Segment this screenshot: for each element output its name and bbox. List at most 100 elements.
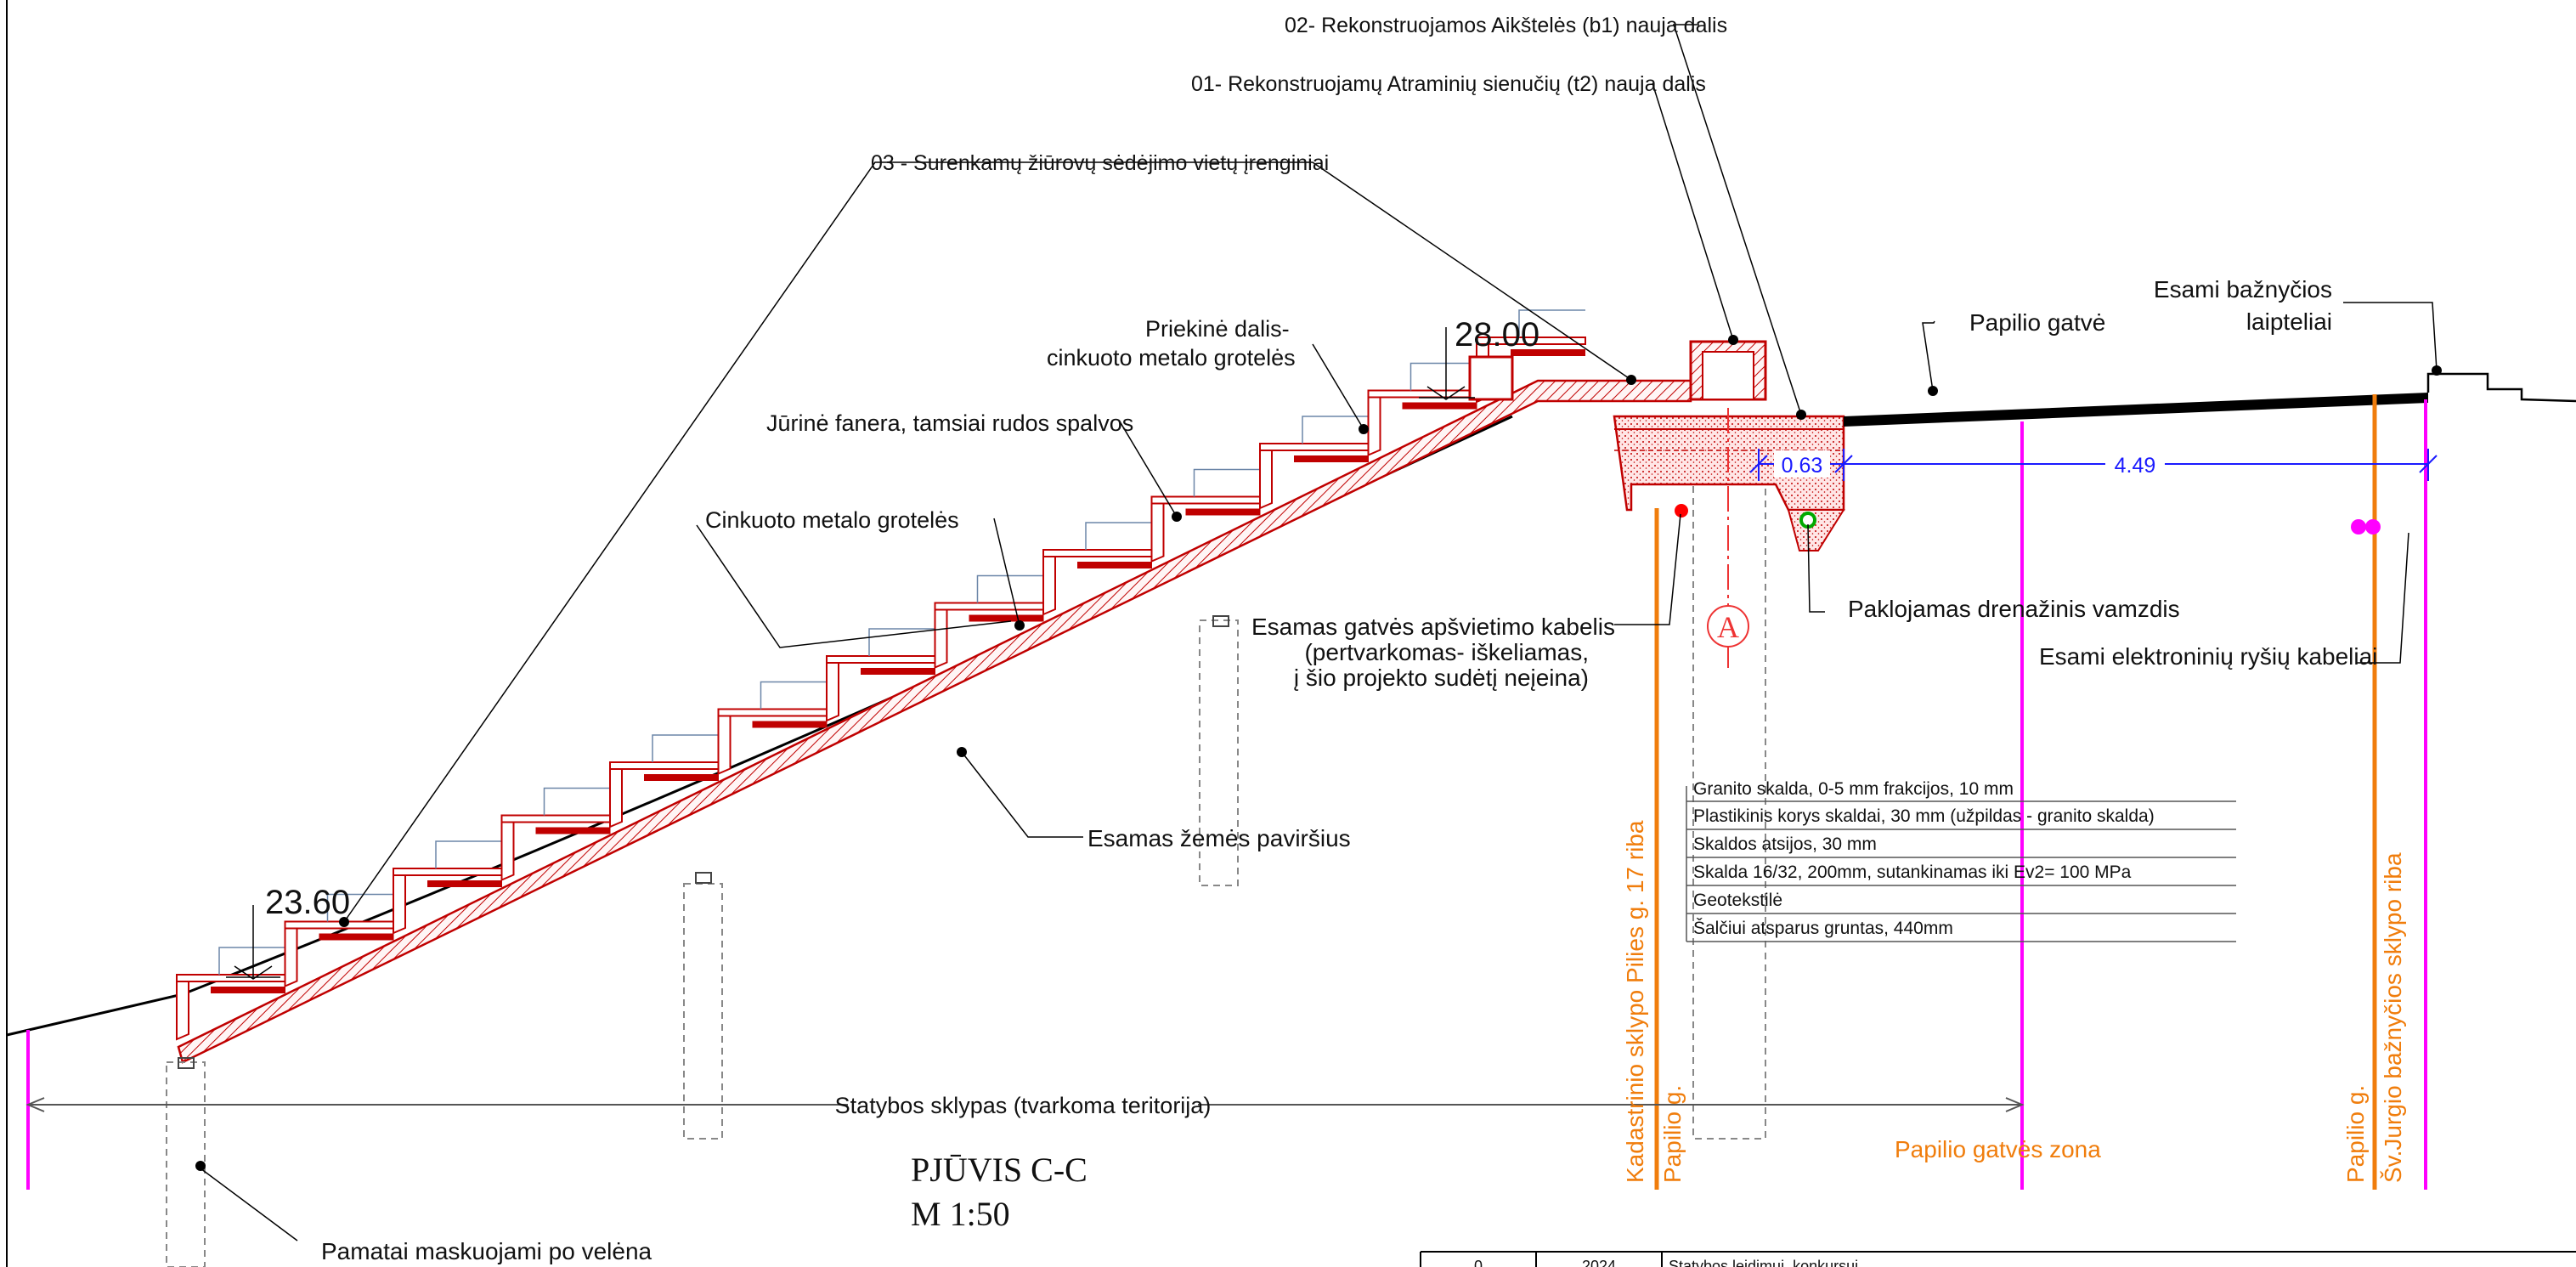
layer-1: Granito skalda, 0-5 mm frakcijos, 10 mm <box>1693 779 2014 799</box>
title-block <box>1420 1251 2576 1267</box>
callout-drenazas: Paklojamas drenažinis vamzdis <box>1848 596 2180 622</box>
callout-esami-2: laipteliai <box>2246 308 2332 335</box>
step-grating <box>644 774 719 781</box>
title-block-rev: 0 <box>1474 1258 1483 1267</box>
step-backrest <box>1518 309 1585 337</box>
boundary-papilio-right: Papilio g. <box>2342 1085 2369 1183</box>
step-riser <box>826 662 839 722</box>
step-grating <box>1511 349 1585 356</box>
step-backrest <box>1085 522 1152 550</box>
step-riser <box>1150 502 1165 563</box>
callout-apsviet-3: į šio projekto sudėtį neįeina) <box>1294 665 1589 691</box>
callout-rysiu: Esami elektroninių ryšių kabeliai <box>2039 643 2377 670</box>
step-grating <box>427 880 502 887</box>
step-tread <box>934 602 1045 611</box>
level-bottom-label: 23.60 <box>265 884 350 921</box>
step-riser <box>284 927 298 988</box>
step-tread <box>1476 337 1586 345</box>
layer-4: Skalda 16/32, 200mm, sutankinamas iki Ev… <box>1693 863 2132 882</box>
step-tread <box>393 868 503 876</box>
telecom-cable-marker-1 <box>2351 519 2366 535</box>
step-backrest <box>218 947 285 975</box>
step-grating <box>1294 455 1369 462</box>
dimension-449: 4.49 <box>2115 454 2156 478</box>
step-tread <box>500 814 612 823</box>
callout-apsviet-2: (pertvarkomas- iškeliamas, <box>1304 639 1589 665</box>
callout-01: 01- Rekonstruojamų Atraminių sienučių (t… <box>1191 72 1706 96</box>
step-backrest <box>1193 468 1261 497</box>
title-block-year: 2024 <box>1582 1258 1616 1267</box>
step-backrest <box>1409 362 1477 391</box>
step-tread <box>609 761 720 770</box>
callout-apsviet-1: Esamas gatvės apšvietimo kabelis <box>1251 614 1615 640</box>
dimension-063: 0.63 <box>1782 454 1823 478</box>
step-grating <box>969 614 1044 622</box>
boundary-jurgio: Šv.Jurgio bažnyčios sklypo riba <box>2380 852 2406 1183</box>
step-backrest <box>868 628 935 656</box>
dimension-line <box>1749 449 2438 481</box>
church-steps <box>2426 372 2576 403</box>
step-riser <box>934 608 948 670</box>
step-grating <box>1185 508 1261 516</box>
step-tread <box>1259 443 1370 451</box>
layer-6: Šalčiui atsparus gruntas, 440mm <box>1693 919 1953 938</box>
callout-jurine: Jūrinė fanera, tamsiai rudos spalvos <box>766 410 1133 436</box>
callout-priekine-1: Priekinė dalis- <box>1145 316 1290 342</box>
step-grating <box>535 827 611 834</box>
step-riser <box>1042 556 1056 616</box>
callout-cinkuoto: Cinkuoto metalo grotelės <box>705 507 959 533</box>
drain-trench <box>1787 509 1845 551</box>
callout-03: 03 - Surenkamų žiūrovų sėdėjimo vietų įr… <box>871 151 1329 175</box>
boundary-papilio-left: Papilio g. <box>1659 1085 1686 1183</box>
boundary-papilio-zona: Papilio gatvės zona <box>1895 1136 2101 1162</box>
step-tread <box>717 708 828 717</box>
step-riser <box>393 874 406 935</box>
foundation-posts <box>166 441 1766 1267</box>
level-marker-top <box>1419 327 1475 400</box>
stair-steps <box>176 309 1586 1041</box>
step-backrest <box>976 574 1044 603</box>
section-marker <box>1707 605 1749 648</box>
callout-esami-1: Esami bažnyčios <box>2154 276 2332 303</box>
layer-2: Plastikinis korys skaldai, 30 mm (užpild… <box>1693 806 2155 826</box>
step-riser <box>1259 450 1273 510</box>
section-scale: M 1:50 <box>911 1195 1010 1233</box>
step-grating <box>1402 402 1477 410</box>
step-grating <box>1077 562 1152 568</box>
step-tread <box>1042 549 1153 557</box>
step-grating <box>211 987 285 993</box>
layers-table <box>1686 786 2236 942</box>
callout-priekine-2: cinkuoto metalo grotelės <box>1047 345 1296 370</box>
level-top-label: 28.00 <box>1455 316 1539 354</box>
step-riser <box>500 821 515 882</box>
callout-pamatai: Pamatai maskuojami po velėna <box>321 1238 652 1264</box>
lighting-cable-marker <box>1675 504 1688 518</box>
boundary-kadastrinio: Kadastrinio sklypo Pilies g. 17 riba <box>1622 820 1648 1183</box>
step-tread <box>1367 389 1478 399</box>
leader-lines <box>200 24 2438 1242</box>
step-grating <box>752 721 828 728</box>
step-backrest <box>326 893 394 922</box>
site-extent-label: Statybos sklypas (tvarkoma teritorija) <box>835 1093 1212 1118</box>
step-riser <box>1367 396 1381 457</box>
step-riser <box>176 981 189 1041</box>
section-title: PJŪVIS C-C <box>911 1151 1087 1189</box>
retaining-wall <box>1468 340 1767 401</box>
callout-zeme: Esamas žemės paviršius <box>1087 825 1351 851</box>
step-backrest <box>543 787 611 816</box>
road-surface <box>1844 393 2428 427</box>
step-tread <box>826 655 936 664</box>
step-backrest <box>435 840 502 868</box>
step-tread <box>176 974 286 982</box>
stair-slab <box>177 379 1692 1064</box>
leader-dots <box>195 335 2442 1171</box>
telecom-cable-marker-2 <box>2365 519 2381 535</box>
title-block-desc: Statybos leidimui, konkursui <box>1669 1258 1858 1267</box>
step-riser <box>609 768 623 829</box>
step-backrest <box>1302 416 1369 444</box>
step-backrest <box>760 681 828 710</box>
step-riser <box>717 715 732 776</box>
layer-5: Geotekstilė <box>1693 891 1782 910</box>
callout-papilio-gatve: Papilio gatvė <box>1969 309 2105 336</box>
